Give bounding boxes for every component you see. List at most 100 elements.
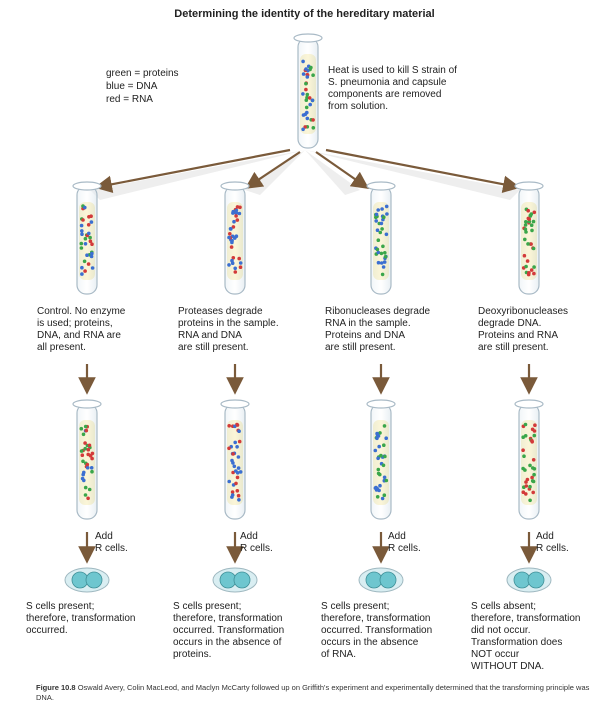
molecule-dot <box>230 239 234 243</box>
molecule-dot <box>305 75 310 79</box>
molecule-dot <box>376 471 381 476</box>
tube-ribonuclease-treated <box>366 181 396 295</box>
molecule-dot <box>377 444 382 449</box>
molecule-dot <box>234 208 239 213</box>
tube-glass <box>370 185 392 295</box>
molecule-dot <box>311 126 316 130</box>
result-deoxyribonuclease-text: S cells absent; therefore, transformatio… <box>471 601 581 672</box>
molecule-dot <box>532 265 536 269</box>
molecule-dot <box>83 269 87 273</box>
molecule-dot <box>383 251 387 255</box>
molecule-dot <box>310 98 315 103</box>
molecule-dot <box>234 469 238 473</box>
molecule-dot <box>235 423 240 427</box>
molecule-dot <box>87 443 92 448</box>
molecule-dot <box>85 253 89 257</box>
molecule-dot <box>524 220 528 224</box>
molecule-dot <box>233 440 237 445</box>
tube-glass <box>224 185 246 295</box>
molecule-dot <box>80 476 85 481</box>
molecule-dot <box>80 453 85 458</box>
caption-label: Figure 10.8 <box>36 683 76 692</box>
tube-rim <box>293 33 323 43</box>
molecule-dot <box>523 227 528 231</box>
molecule-dot <box>521 448 525 453</box>
r-cell <box>85 571 103 589</box>
molecule-dot <box>383 454 387 459</box>
result-protease-text: S cells present; therefore, transformati… <box>173 601 285 660</box>
molecule-dot <box>376 238 381 242</box>
r-cell <box>527 571 545 589</box>
molecule-dot <box>232 219 236 224</box>
molecule-dot <box>381 265 386 269</box>
molecule-dot <box>523 223 528 227</box>
molecule-dot <box>308 102 313 107</box>
molecule-dot <box>86 262 91 266</box>
molecule-dot <box>524 230 528 234</box>
tube-glass <box>370 403 392 520</box>
molecule-dot <box>227 446 231 451</box>
molecule-dot <box>236 455 241 459</box>
molecule-dot <box>86 496 90 501</box>
molecule-dot <box>531 458 536 462</box>
cell-dish-control <box>64 567 110 593</box>
tube-rim <box>514 399 544 409</box>
molecule-dot <box>90 242 94 246</box>
molecule-dot <box>376 250 381 255</box>
molecule-dot <box>528 484 532 489</box>
molecule-dot <box>83 205 87 210</box>
molecule-dot <box>237 498 241 502</box>
molecule-dot <box>83 493 88 497</box>
molecule-dot <box>237 211 242 216</box>
molecule-dot <box>307 96 312 100</box>
molecule-dot <box>382 493 387 498</box>
molecule-dot <box>303 125 308 129</box>
tube-ribonuclease-incubated <box>366 399 396 520</box>
cell-dish-protease <box>212 567 258 593</box>
molecule-dot <box>85 462 90 467</box>
molecule-dot <box>376 456 380 461</box>
molecule-dot <box>376 467 381 472</box>
color-legend: green = proteins blue = DNA red = RNA <box>106 67 179 106</box>
molecule-dot <box>227 424 231 428</box>
molecule-dot <box>375 228 380 232</box>
step-ribonuclease-text: Ribonucleases degrade RNA in the sample.… <box>325 306 431 353</box>
molecule-dot <box>528 463 532 468</box>
molecule-dot <box>88 239 93 243</box>
molecule-dot <box>82 470 86 475</box>
tube-deoxyribonuclease-incubated <box>514 399 544 520</box>
molecule-dot <box>237 256 241 261</box>
molecule-dot <box>374 215 378 220</box>
molecule-dot <box>523 237 527 242</box>
molecule-dot <box>237 429 241 434</box>
molecule-dot <box>529 223 534 227</box>
molecule-dot <box>384 204 389 209</box>
tube-protease-incubated <box>220 399 250 520</box>
molecule-dot <box>232 464 237 469</box>
molecule-dot <box>230 493 235 497</box>
molecule-dot <box>529 268 534 272</box>
molecule-dot <box>529 212 534 216</box>
molecule-dot <box>83 485 88 490</box>
molecule-dot <box>86 447 91 452</box>
legend-proteins: green = proteins <box>106 68 179 79</box>
molecule-dot <box>80 229 84 233</box>
step-deoxyribonuclease-text: Deoxyribonucleases degrade DNA. Proteins… <box>478 306 569 353</box>
arrow-to-control <box>94 148 291 193</box>
molecule-dot <box>383 254 388 259</box>
molecule-dot <box>304 81 308 86</box>
molecule-dot <box>526 242 530 246</box>
molecule-dot <box>89 220 94 224</box>
figure-title: Determining the identity of the heredita… <box>174 8 435 20</box>
molecule-dot <box>234 481 238 486</box>
molecule-dot <box>376 208 381 212</box>
molecule-dot <box>311 73 315 77</box>
molecule-dot <box>521 435 525 440</box>
molecule-dot <box>81 432 86 437</box>
molecule-dot <box>530 228 534 233</box>
molecule-dot <box>238 261 243 265</box>
cell-dish-ribonuclease <box>358 567 404 593</box>
molecule-dot <box>229 227 233 231</box>
molecule-dot <box>309 65 313 70</box>
molecule-dot <box>236 466 241 470</box>
